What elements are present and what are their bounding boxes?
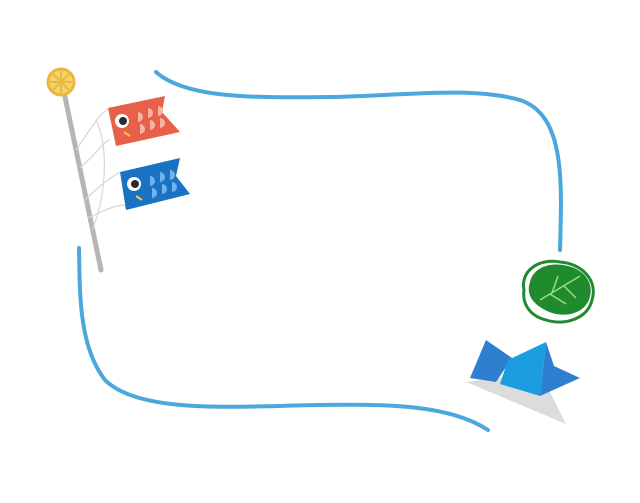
streamer-ropes — [75, 107, 126, 231]
kabuto-helmet-icon — [466, 340, 580, 424]
mochi-leaf-outer — [522, 259, 595, 324]
kabuto-right-wing — [540, 342, 580, 396]
pole-shaft — [61, 89, 104, 273]
mochi-leaf — [528, 264, 591, 315]
red-carp-mouth — [123, 131, 131, 137]
blue-carp-icon — [120, 158, 190, 210]
blue-carp-mouth — [135, 195, 143, 201]
red-carp-eye-black — [119, 117, 127, 125]
wavy-border — [77, 70, 563, 432]
kabuto-left-wing — [470, 340, 512, 382]
koinobori-pole-icon — [46, 67, 104, 273]
border-bottom-left — [77, 246, 490, 432]
red-carp-scales — [138, 106, 165, 134]
red-carp-icon — [108, 96, 180, 146]
kashiwa-mochi-icon — [522, 259, 595, 324]
mochi-leaf-veins — [539, 275, 581, 305]
kabuto-center — [500, 342, 546, 396]
border-top-right — [154, 70, 563, 252]
blue-carp-eye-black — [131, 180, 139, 188]
pole-finial-center — [58, 79, 64, 85]
blue-carp-scales — [150, 170, 177, 198]
